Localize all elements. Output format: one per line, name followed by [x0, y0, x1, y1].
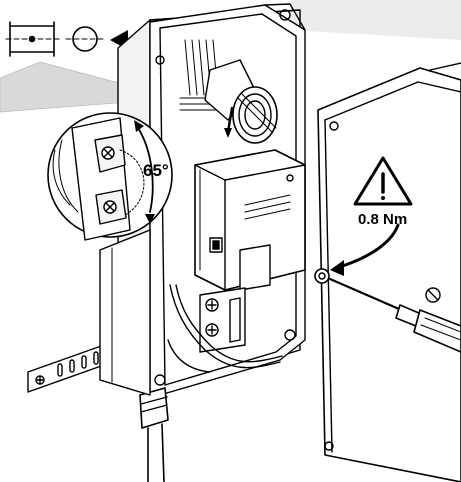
internal-cables	[167, 284, 283, 373]
angle-arc-arrows	[134, 120, 155, 224]
torque-label: 0.8 Nm	[358, 211, 407, 228]
warning-triangle-icon	[353, 156, 413, 206]
rotary-coupling	[204, 59, 278, 144]
enclosure-lid	[317, 62, 461, 482]
rotation-angle-label: 65°	[143, 161, 169, 180]
rotation-knob	[94, 134, 127, 225]
actuator-arm	[99, 229, 151, 396]
screwdriver-icon	[328, 277, 461, 353]
terminal-block	[199, 287, 246, 353]
lid-screw	[314, 268, 330, 284]
pipe-section-icon	[5, 21, 61, 57]
actuator-body	[194, 149, 306, 291]
pipe-round-icon	[65, 26, 105, 52]
torque-arrow	[330, 223, 400, 276]
zoom-detail	[47, 112, 173, 241]
cable-gland	[139, 387, 169, 482]
